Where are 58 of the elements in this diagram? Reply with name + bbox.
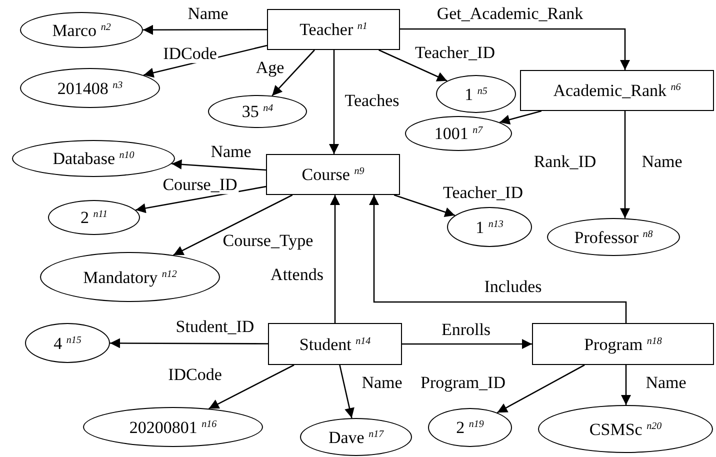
attribute-value: 2 $^{n11}$: [80, 209, 108, 226]
arrow: [110, 338, 268, 348]
arrow: [394, 194, 456, 217]
entity-name: Course $^{n9}$: [302, 166, 364, 183]
arrow: [620, 111, 630, 218]
attribute-value: Marco $^{n2}$: [52, 22, 111, 38]
entity-box: [267, 9, 400, 50]
entity-name: Teacher $^{n1}$: [300, 21, 368, 38]
attribute-value: 201408 $^{n3}$: [57, 80, 123, 96]
edge-label: Rank_ID: [532, 153, 598, 171]
attribute-value: 20200801 $^{n16}$: [129, 418, 217, 436]
attribute-ellipse: [48, 200, 140, 235]
entity-box: [532, 323, 714, 365]
attribute-value: 2 $^{n19}$: [456, 419, 484, 436]
entity-box: [266, 154, 400, 195]
arrow: [272, 50, 315, 96]
entity-name: Academic_Rank $^{n6}$: [553, 82, 681, 99]
entity-name: Program $^{n18}$: [584, 336, 662, 352]
entity-box: [520, 70, 714, 111]
edge-label: Course_Type: [222, 232, 314, 250]
edge-label: Program_ID: [420, 374, 506, 392]
arrow: [339, 364, 354, 418]
attribute-value: 1001 $^{n7}$: [434, 125, 483, 142]
attribute-value: 1 $^{n5}$: [464, 86, 488, 102]
arrow: [135, 186, 266, 214]
attribute-value: Professor $^{n8}$: [574, 228, 653, 246]
arrow: [500, 110, 542, 125]
edge-label: IDCode: [162, 45, 218, 63]
attribute-value: 4 $^{n15}$: [54, 334, 82, 352]
attribute-value: Database $^{n10}$: [52, 150, 134, 167]
edge-label: Course_ID: [162, 176, 238, 194]
edge-label: Get_Academic_Rank: [436, 5, 584, 23]
arrow: [378, 49, 448, 82]
attribute-value: CSMSc $^{n20}$: [589, 420, 662, 438]
arrow: [621, 365, 631, 405]
arrow: [329, 50, 339, 154]
arrow: [172, 159, 266, 171]
arrow: [496, 364, 585, 414]
edge-label: Student_ID: [174, 318, 256, 336]
arrow: [208, 364, 294, 410]
attribute-value: Mandatory $^{n12}$: [83, 268, 177, 286]
attribute-value: Dave $^{n17}$: [328, 428, 384, 446]
arrow: [369, 195, 627, 323]
attribute-ellipse: [436, 75, 516, 113]
arrow: [143, 24, 267, 35]
edge-label: Teacher_ID: [414, 44, 496, 62]
arrow: [330, 195, 340, 323]
attribute-value: 1 $^{n13}$: [476, 218, 504, 236]
arrow: [402, 339, 532, 349]
entity-name: Student $^{n14}$: [299, 336, 371, 352]
arrow: [173, 194, 293, 256]
edge-label: Age: [254, 59, 286, 77]
attribute-value: 35 $^{n4}$: [242, 103, 274, 120]
edge-label: Teacher_ID: [442, 184, 524, 202]
arrow: [400, 28, 630, 70]
attribute-ellipse: [405, 116, 512, 151]
attribute-ellipse: [447, 207, 532, 247]
entity-box: [268, 323, 402, 365]
